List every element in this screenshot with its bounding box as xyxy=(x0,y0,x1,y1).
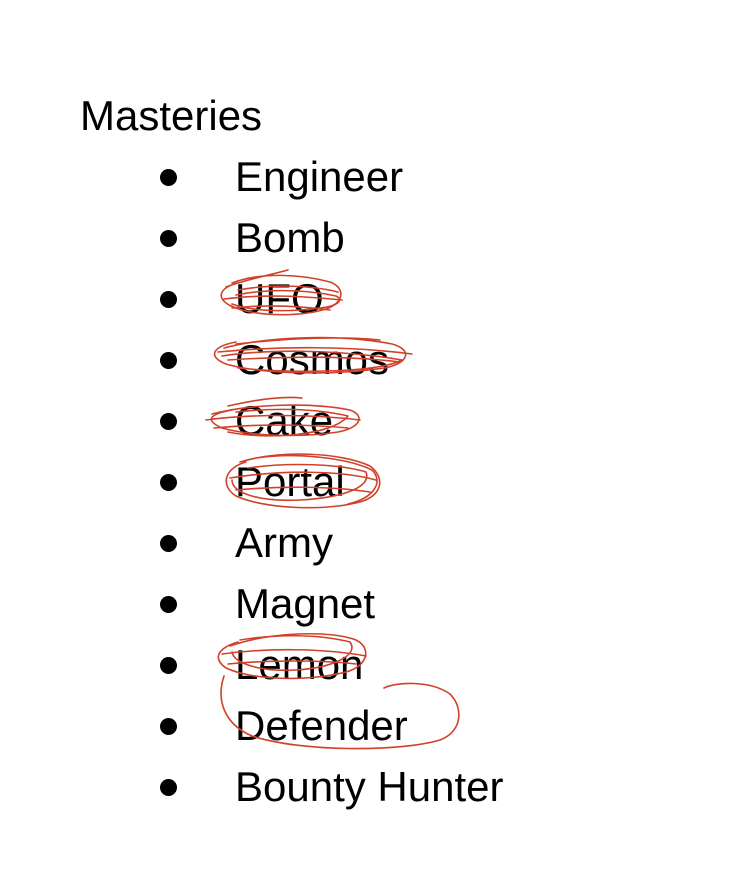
list-item: Portal xyxy=(0,457,755,507)
list-item: Army xyxy=(0,518,755,568)
list-item: Magnet xyxy=(0,579,755,629)
list-item: Bounty Hunter xyxy=(0,762,755,812)
list-item-label: Portal xyxy=(235,458,345,505)
list-item-label: Cosmos xyxy=(235,336,390,383)
list-item: Bomb xyxy=(0,213,755,263)
bullet-icon xyxy=(160,169,177,186)
bullet-icon xyxy=(160,474,177,491)
list-item-label: Bomb xyxy=(235,214,345,261)
bullet-icon xyxy=(160,779,177,796)
bullet-icon xyxy=(160,413,177,430)
bullet-icon xyxy=(160,352,177,369)
list-item-label: UFO xyxy=(235,275,324,322)
list-item: Cake xyxy=(0,396,755,446)
bullet-icon xyxy=(160,535,177,552)
list-item: Defender xyxy=(0,701,755,751)
masteries-heading: Masteries xyxy=(80,92,263,139)
list-item-label: Defender xyxy=(235,702,408,749)
list-item-label: Lemon xyxy=(235,641,364,688)
list-item-label: Magnet xyxy=(235,580,376,627)
bullet-icon xyxy=(160,718,177,735)
list-item: Lemon xyxy=(0,640,755,690)
bullet-icon xyxy=(160,657,177,674)
list-item-label: Cake xyxy=(235,397,334,444)
list-item: UFO xyxy=(0,274,755,324)
list-item-label: Army xyxy=(235,519,333,566)
list-item: Engineer xyxy=(0,152,755,202)
bullet-icon xyxy=(160,596,177,613)
bullet-icon xyxy=(160,230,177,247)
list-item-label: Bounty Hunter xyxy=(235,763,504,810)
list-item: Cosmos xyxy=(0,335,755,385)
bullet-icon xyxy=(160,291,177,308)
list-item-label: Engineer xyxy=(235,153,404,200)
